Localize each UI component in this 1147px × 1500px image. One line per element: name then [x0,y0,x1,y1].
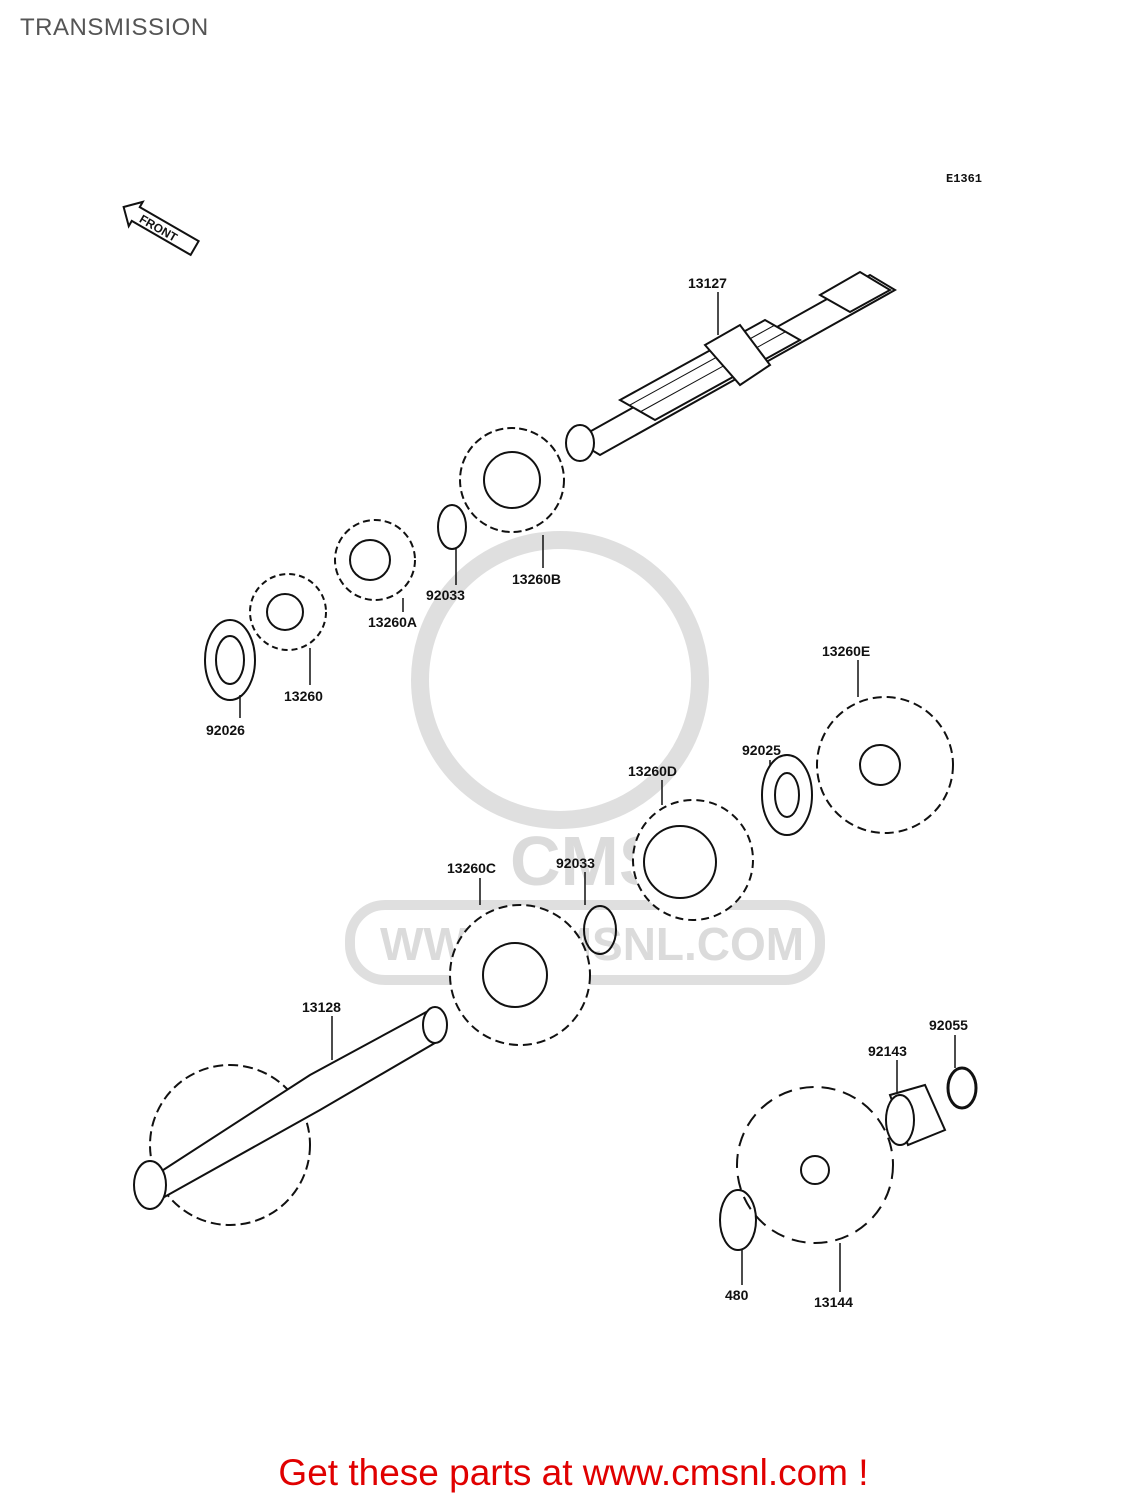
main-shaft-13127 [565,270,897,462]
label-92025: 92025 [742,742,781,758]
watermark-url: WWW.CMSNL.COM [380,918,804,970]
label-13260e: 13260E [822,643,870,659]
gear-13260c [449,904,591,1046]
label-13260b: 13260B [512,571,561,587]
label-92033-lower: 92033 [556,855,595,871]
label-92033-upper: 92033 [426,587,465,603]
parts-diagram: CMS WWW.CMSNL.COM FRONT [122,200,978,1310]
o-ring-92055 [946,1066,978,1110]
washer-92025 [761,754,813,836]
watermark: CMS WWW.CMSNL.COM [345,531,825,985]
drive-shaft-13128 [133,1006,448,1226]
label-13260c: 13260C [447,860,496,876]
leader-lines [239,292,956,1292]
ring-92033-lower [583,905,617,955]
gear-13260e [816,696,954,834]
gear-13260a [334,519,416,601]
footer-link[interactable]: Get these parts at www.cmsnl.com ! [278,1452,869,1493]
label-13260: 13260 [284,688,323,704]
label-92055: 92055 [929,1017,968,1033]
ring-92033-upper [437,504,467,550]
sprocket-13144 [736,1086,894,1244]
page-title: TRANSMISSION [20,14,209,41]
washer-92026 [204,619,256,701]
gear-13260d [632,799,754,921]
label-92143: 92143 [868,1043,907,1059]
label-480: 480 [725,1287,749,1303]
label-92026: 92026 [206,722,245,738]
label-13260a: 13260A [368,614,417,630]
part-labels: 13127 13260B 92033 13260A 13260 92026 13… [206,275,968,1310]
label-13128: 13128 [302,999,341,1015]
circlip-480 [719,1189,757,1251]
gear-13260b [459,427,565,533]
label-13144: 13144 [814,1294,853,1310]
label-13127: 13127 [688,275,727,291]
collar-92143 [885,1083,947,1147]
front-arrow: FRONT [122,200,201,257]
gear-13260 [249,573,327,651]
label-13260d: 13260D [628,763,677,779]
diagram-code: E1361 [946,172,983,186]
